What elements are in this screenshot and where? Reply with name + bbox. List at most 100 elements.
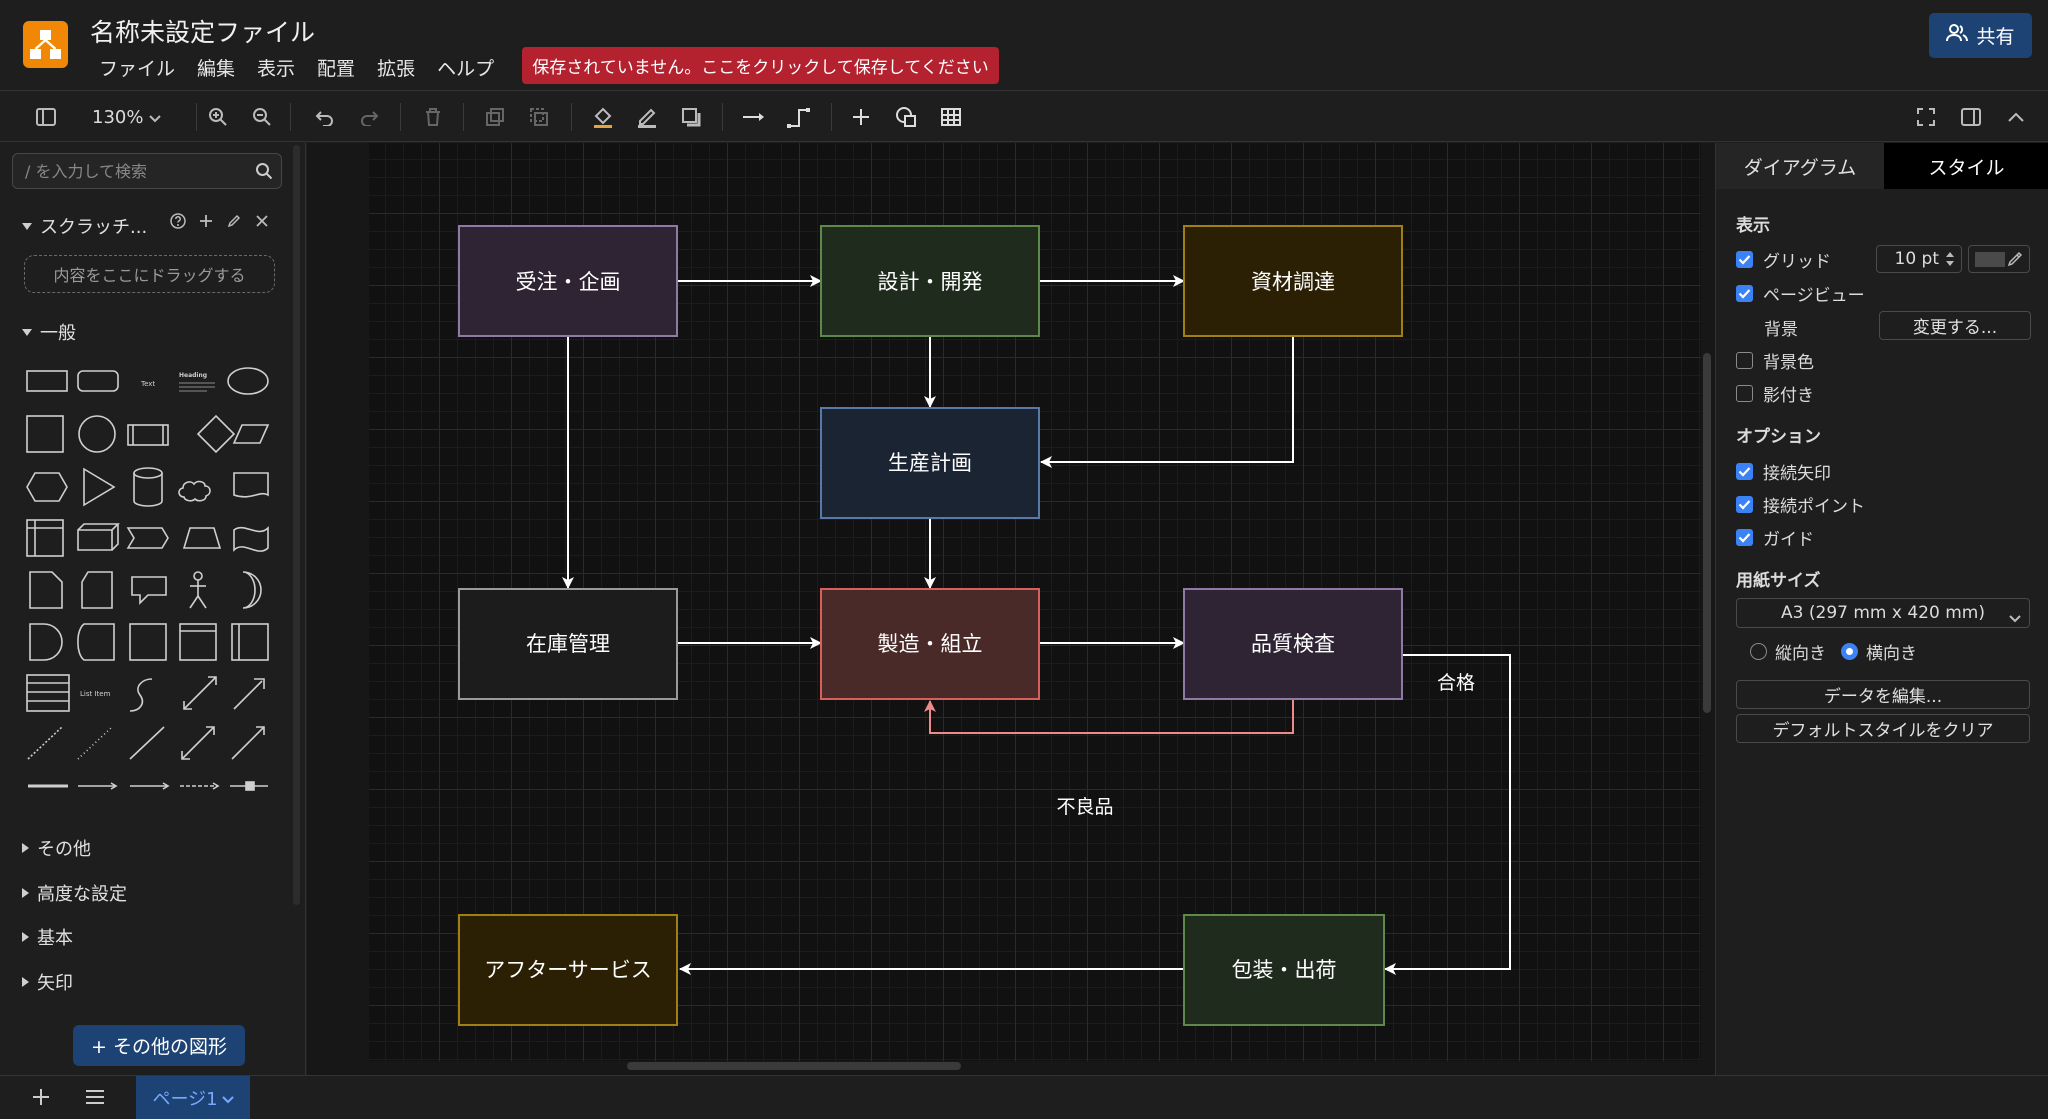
redo-icon[interactable] (353, 101, 385, 133)
shape-link-arrow[interactable] (78, 782, 118, 790)
grid-checkbox[interactable] (1736, 251, 1753, 268)
shape-labeled-connector[interactable] (230, 781, 268, 791)
stepper-icon[interactable] (1945, 250, 1955, 273)
shape-circle[interactable] (78, 415, 116, 453)
add-page-icon[interactable] (32, 1088, 50, 1110)
shadow-icon[interactable] (675, 101, 707, 133)
shape-or[interactable] (242, 571, 262, 609)
menu-file[interactable]: ファイル (99, 57, 176, 80)
edge-procure-plan[interactable] (1040, 337, 1294, 468)
node-order[interactable]: 受注・企画 (458, 225, 678, 337)
shape-cylinder[interactable] (133, 467, 163, 507)
scratchpad-drop-zone[interactable]: 内容をここにドラッグする (24, 255, 275, 293)
undo-icon[interactable] (309, 101, 341, 133)
shadow-checkbox[interactable] (1736, 385, 1753, 402)
insert-plus-icon[interactable] (845, 101, 877, 133)
menu-help[interactable]: ヘルプ (437, 57, 495, 80)
portrait-radio[interactable] (1750, 643, 1767, 660)
menu-view[interactable]: 表示 (257, 57, 296, 80)
grid-color-picker[interactable] (1968, 245, 2030, 273)
shape-ellipse[interactable] (227, 367, 269, 395)
pages-menu-icon[interactable] (85, 1089, 105, 1109)
close-icon[interactable] (252, 211, 272, 231)
shape-diamond[interactable] (196, 414, 236, 454)
edit-pencil-icon[interactable] (224, 211, 244, 231)
bg-color-checkbox[interactable] (1736, 352, 1753, 369)
zoom-select[interactable]: 130% (92, 101, 162, 133)
tab-diagram[interactable]: ダイアグラム (1716, 143, 1884, 189)
shape-tape[interactable] (233, 526, 269, 552)
shape-square[interactable] (26, 415, 64, 453)
search-icon[interactable] (255, 162, 273, 184)
shape-dotted-line[interactable] (77, 726, 113, 760)
scratchpad-header[interactable]: スクラッチ... (22, 213, 147, 239)
node-after[interactable]: アフターサービス (458, 914, 678, 1026)
shape-triangle[interactable] (83, 467, 116, 507)
shape-bidirectional-arrow[interactable] (183, 676, 217, 710)
change-background-button[interactable]: 変更する... (1879, 311, 2031, 340)
zoom-out-icon[interactable] (246, 101, 278, 133)
table-icon[interactable] (935, 101, 967, 133)
landscape-radio[interactable] (1841, 643, 1858, 660)
add-icon[interactable] (196, 211, 216, 231)
diagram-canvas[interactable]: 受注・企画 設計・開発 資材調達 生産計画 在庫管理 製造・組立 (307, 143, 1715, 1075)
shape-callout[interactable] (131, 576, 167, 605)
sidebar-scrollbar[interactable] (293, 145, 300, 905)
toggle-sidebar-icon[interactable] (30, 101, 62, 133)
node-stock[interactable]: 在庫管理 (458, 588, 678, 700)
shape-dashed-line[interactable] (27, 726, 63, 760)
waypoints-orthogonal-icon[interactable] (783, 101, 815, 133)
edge-label-pass[interactable]: 合格 (1437, 672, 1475, 694)
shape-hexagon[interactable] (26, 472, 68, 502)
shape-card[interactable] (81, 571, 113, 609)
shape-data-storage[interactable] (77, 623, 115, 661)
shape-curve[interactable] (129, 678, 153, 712)
line-color-icon[interactable] (631, 101, 663, 133)
shape-parallelogram[interactable] (232, 424, 270, 444)
node-plan[interactable]: 生産計画 (820, 407, 1040, 519)
help-icon[interactable] (168, 211, 188, 231)
unsaved-changes-banner[interactable]: 保存されていません。ここをクリックして保存してください (522, 47, 999, 84)
fill-color-icon[interactable] (587, 101, 619, 133)
edit-data-button[interactable]: データを編集... (1736, 680, 2030, 709)
shape-list[interactable] (26, 674, 70, 712)
menu-arrange[interactable]: 配置 (317, 57, 356, 80)
to-back-icon[interactable] (523, 101, 555, 133)
section-basic[interactable]: 基本 (22, 924, 73, 950)
shape-line[interactable] (129, 726, 165, 760)
section-other[interactable]: その他 (22, 835, 91, 861)
shape-swimlane[interactable] (179, 623, 217, 661)
page-tab[interactable]: ページ1 (136, 1076, 250, 1119)
general-section-header[interactable]: 一般 (22, 319, 76, 345)
menu-extras[interactable]: 拡張 (377, 57, 416, 80)
clear-default-style-button[interactable]: デフォルトスタイルをクリア (1736, 714, 2030, 743)
connection-arrows-checkbox[interactable] (1736, 463, 1753, 480)
more-shapes-button[interactable]: + その他の図形 (73, 1025, 245, 1066)
shape-trapezoid[interactable] (182, 527, 222, 549)
shape-search-input[interactable] (25, 154, 245, 188)
shape-actor[interactable] (189, 571, 207, 609)
shape-vertical-swimlane[interactable] (231, 623, 269, 661)
edge-qa-ship-pass[interactable] (1384, 654, 1511, 975)
connection-straight-icon[interactable] (738, 101, 770, 133)
node-qa[interactable]: 品質検査 (1183, 588, 1403, 700)
shape-document[interactable] (233, 472, 269, 498)
canvas-horizontal-scrollbar[interactable] (627, 1062, 961, 1070)
to-front-icon[interactable] (479, 101, 511, 133)
shape-process[interactable] (127, 424, 169, 446)
edge-qa-mfg-defect[interactable] (924, 699, 1294, 734)
shape-dashed-arrow[interactable] (180, 782, 220, 790)
section-arrows[interactable]: 矢印 (22, 969, 73, 995)
shape-container[interactable] (129, 623, 167, 661)
shape-cube[interactable] (77, 523, 120, 551)
connection-points-checkbox[interactable] (1736, 496, 1753, 513)
node-ship[interactable]: 包装・出荷 (1183, 914, 1385, 1026)
shape-rounded-rectangle[interactable] (77, 370, 119, 392)
paper-size-select[interactable]: A3 (297 mm x 420 mm) (1736, 598, 2030, 628)
shape-bidirectional-connector[interactable] (181, 726, 215, 760)
page-view-checkbox[interactable] (1736, 285, 1753, 302)
grid-size-field[interactable]: 10 pt (1876, 245, 1962, 273)
node-mfg[interactable]: 製造・組立 (820, 588, 1040, 700)
shape-directional-connector[interactable] (231, 726, 265, 760)
zoom-in-icon[interactable] (202, 101, 234, 133)
